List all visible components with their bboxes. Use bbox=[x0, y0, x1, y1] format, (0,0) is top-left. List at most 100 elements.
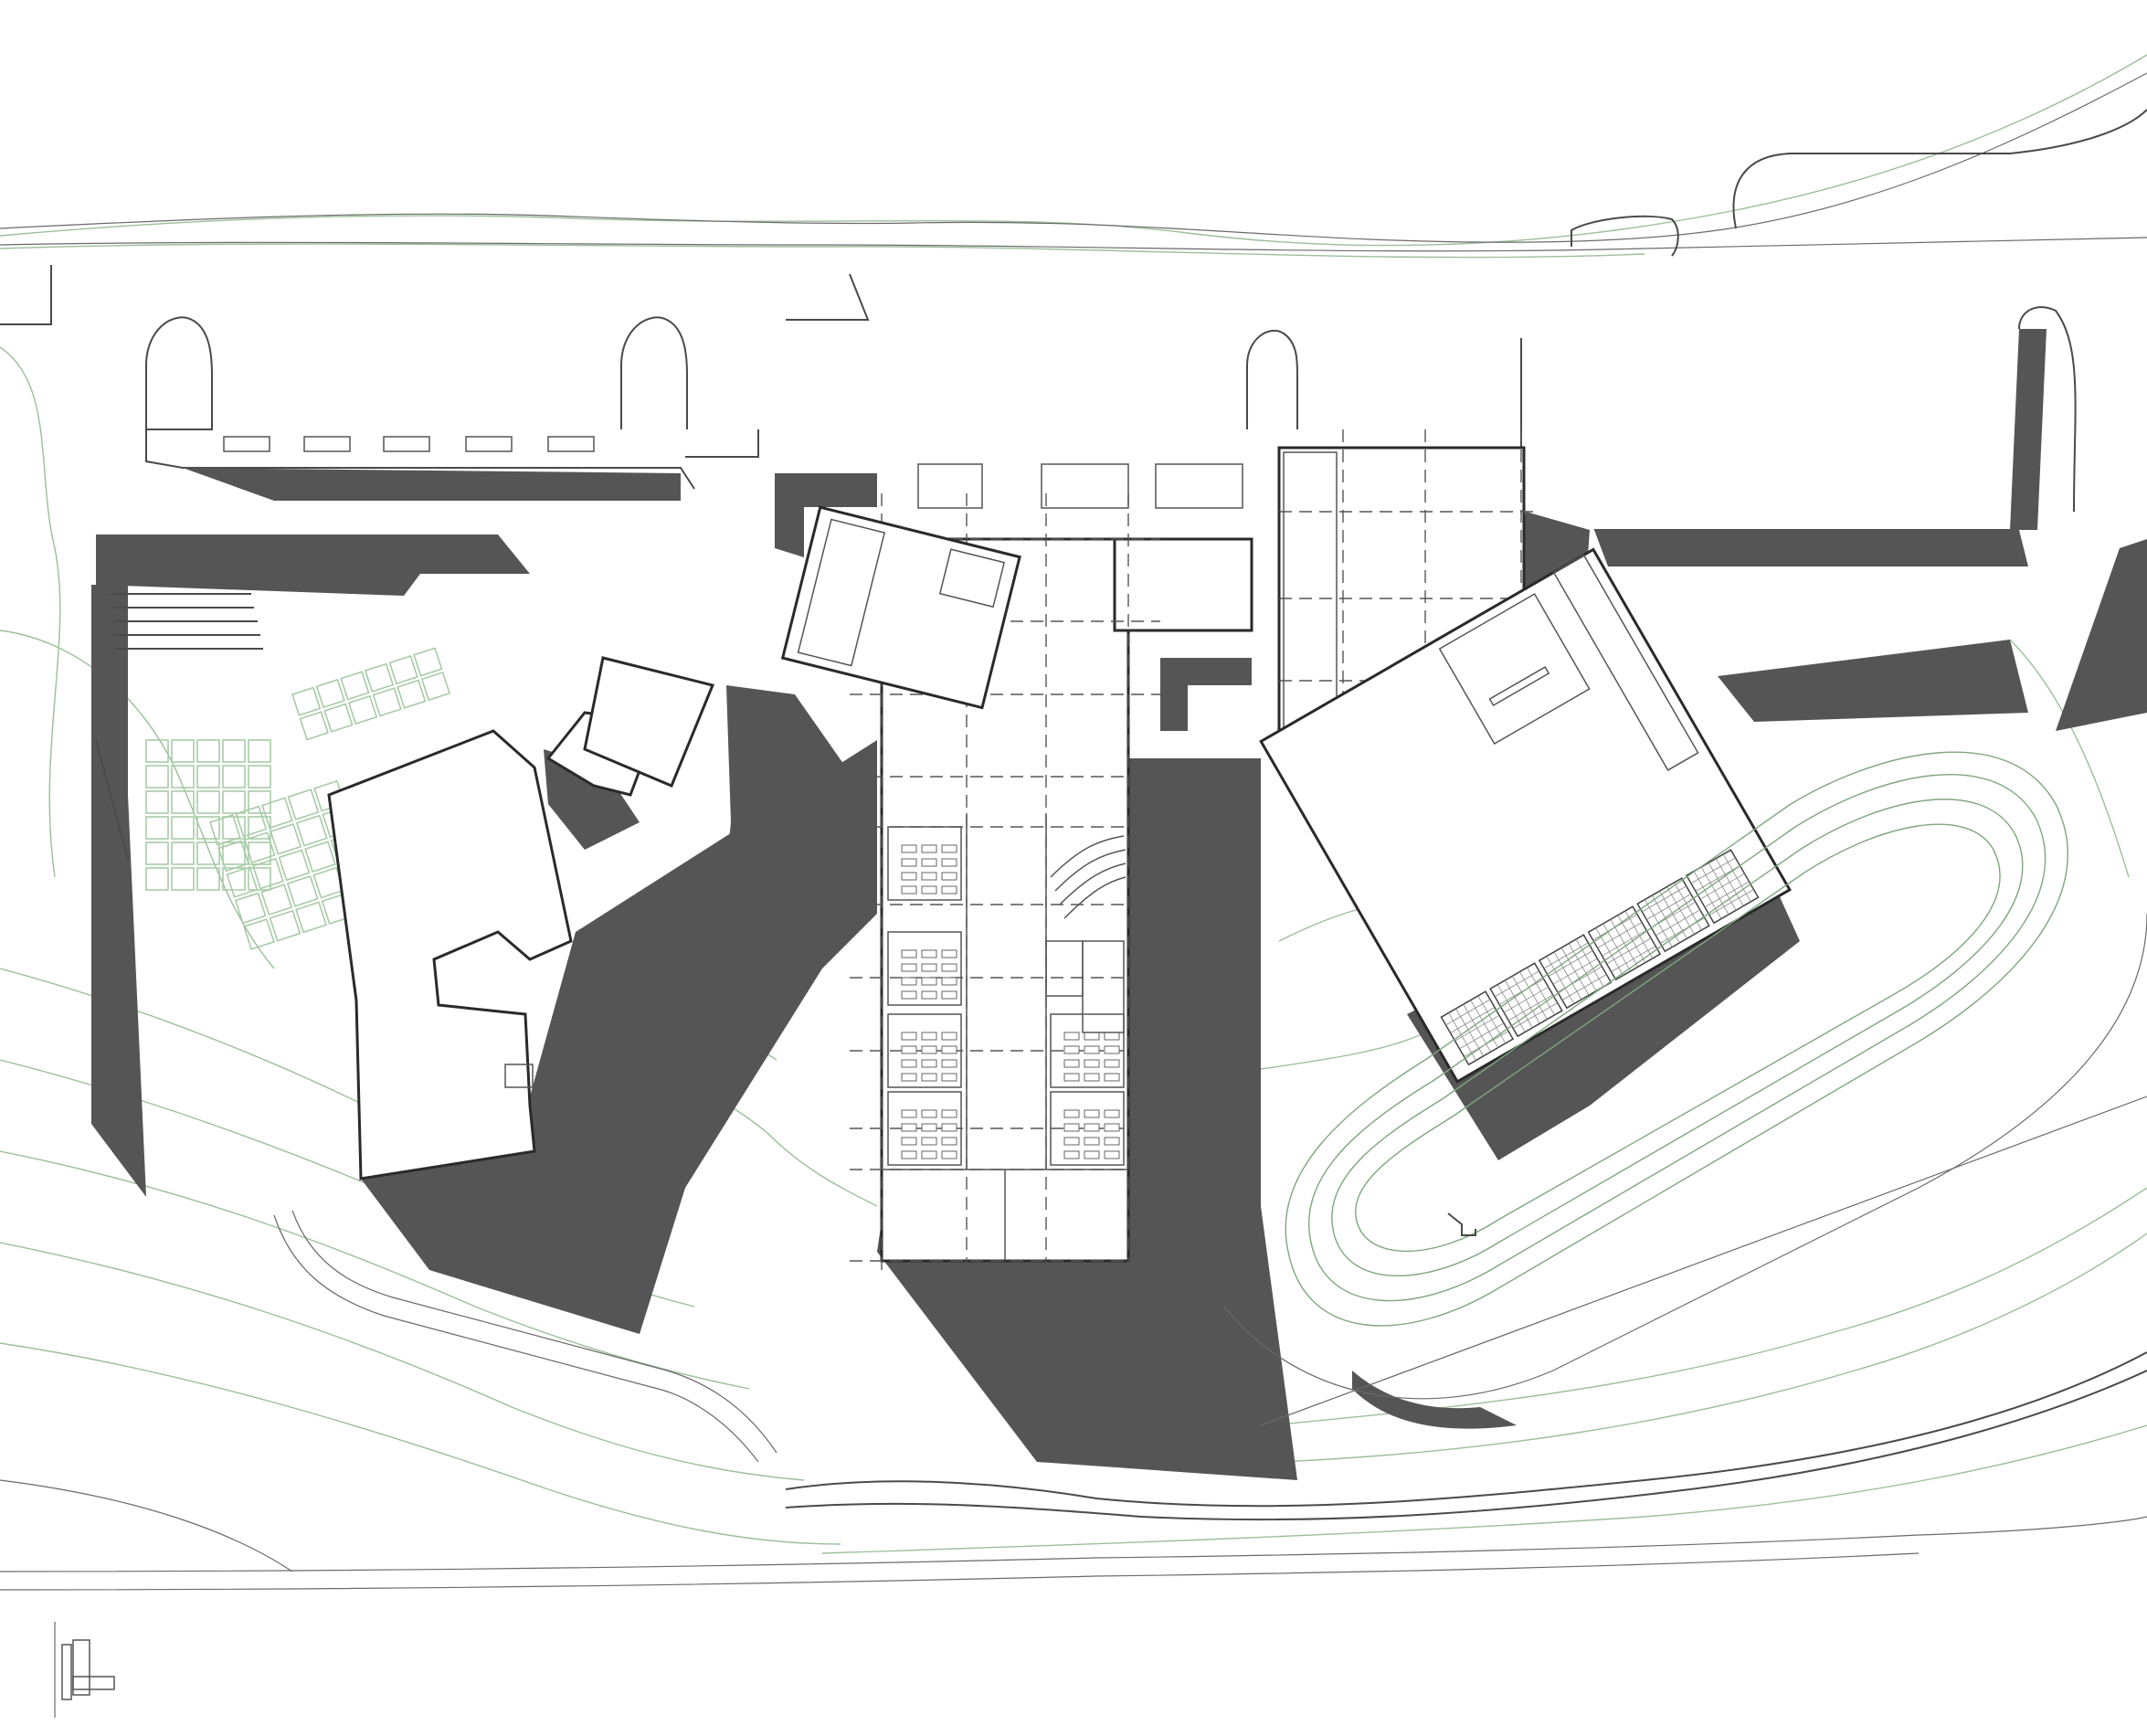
paving-patch bbox=[145, 739, 271, 891]
paving-tile bbox=[222, 765, 246, 789]
paving-tile bbox=[171, 790, 195, 814]
paving-tile bbox=[145, 816, 169, 840]
classroom bbox=[1050, 1013, 1125, 1088]
desk bbox=[1063, 1137, 1080, 1146]
desk bbox=[1084, 1123, 1100, 1132]
room-outline bbox=[887, 1013, 962, 1088]
paving-tile bbox=[347, 694, 378, 725]
paving-tile bbox=[299, 711, 329, 741]
desk bbox=[901, 1123, 917, 1132]
road-edge bbox=[786, 273, 870, 321]
paving-tile bbox=[234, 892, 267, 925]
paving-tile bbox=[226, 866, 259, 898]
paving-tile bbox=[243, 918, 275, 950]
path-edge bbox=[273, 1214, 759, 1463]
contour-line bbox=[1260, 1032, 1426, 1070]
desk bbox=[921, 1032, 937, 1041]
track-lane bbox=[1355, 823, 2001, 1253]
paving-tile bbox=[171, 816, 195, 840]
paving-tile bbox=[196, 867, 220, 891]
paving-tile bbox=[260, 884, 293, 916]
paving-tile bbox=[222, 739, 246, 763]
building-central-block bbox=[850, 493, 1253, 1270]
parking-bay bbox=[465, 436, 513, 452]
solar-panel bbox=[1636, 877, 1710, 953]
paving-tile bbox=[145, 739, 169, 763]
solar-panel bbox=[1440, 990, 1515, 1066]
desk bbox=[1104, 1137, 1120, 1146]
paving-tile bbox=[222, 790, 246, 814]
parking-island bbox=[1246, 329, 1298, 429]
desk bbox=[1104, 1059, 1120, 1068]
shadow-area bbox=[91, 585, 146, 1197]
desk bbox=[921, 1150, 937, 1159]
paving-tile bbox=[291, 686, 322, 716]
desk bbox=[941, 885, 957, 894]
room-outline bbox=[887, 1091, 962, 1166]
desk bbox=[941, 858, 957, 867]
paving-tile bbox=[171, 739, 195, 763]
parking-bay bbox=[223, 436, 270, 452]
building-footprint bbox=[1113, 537, 1253, 632]
parking-bays bbox=[223, 436, 1243, 509]
paving-tile bbox=[323, 703, 354, 733]
paving-tile bbox=[248, 765, 271, 789]
paving-tile bbox=[208, 813, 241, 846]
room-outline bbox=[1050, 1013, 1125, 1088]
desk bbox=[941, 990, 957, 1000]
desk bbox=[921, 1045, 937, 1054]
desk bbox=[1063, 1123, 1080, 1132]
contour-line bbox=[1269, 1187, 2147, 1426]
paving-tile bbox=[340, 671, 370, 701]
road-curb bbox=[1732, 109, 2147, 229]
solar-panel bbox=[1538, 934, 1613, 1010]
contour-line bbox=[0, 346, 61, 878]
road-edge bbox=[0, 237, 2147, 252]
contour-line bbox=[0, 1242, 805, 1481]
desk bbox=[1063, 1045, 1080, 1054]
lecture-seating bbox=[1050, 835, 1125, 878]
paving-tile bbox=[252, 857, 284, 890]
shadow-area bbox=[183, 468, 681, 501]
paving-tile bbox=[217, 840, 250, 873]
paving-tile bbox=[413, 647, 443, 677]
paving-tile bbox=[248, 739, 271, 763]
classroom bbox=[887, 1013, 962, 1088]
contour-line bbox=[821, 1424, 2147, 1554]
room-outline bbox=[887, 931, 962, 1006]
contour-line bbox=[2009, 639, 2130, 878]
desk bbox=[921, 872, 937, 881]
paving-tile bbox=[278, 849, 311, 882]
desk bbox=[901, 963, 917, 972]
paving-tile bbox=[295, 901, 327, 934]
desk bbox=[941, 844, 957, 853]
desk bbox=[921, 963, 937, 972]
track-edge bbox=[1260, 1096, 2147, 1426]
desk bbox=[1084, 1150, 1100, 1159]
paving-tile bbox=[364, 662, 395, 693]
desk bbox=[901, 858, 917, 867]
paving-tile bbox=[196, 765, 220, 789]
shadow-area bbox=[775, 473, 877, 557]
contour-line bbox=[0, 54, 2147, 247]
path-edge bbox=[291, 1210, 777, 1454]
road-edge bbox=[685, 429, 759, 458]
contour-line bbox=[0, 630, 275, 969]
paving-tile bbox=[171, 842, 195, 865]
room-outline bbox=[1050, 1091, 1125, 1166]
parking-island bbox=[145, 316, 213, 430]
toilet-block bbox=[1082, 940, 1125, 1033]
desk bbox=[1084, 1032, 1100, 1041]
building-west-block bbox=[327, 656, 715, 1180]
desk bbox=[941, 1109, 957, 1118]
parking-bay bbox=[383, 436, 430, 452]
parking-bay bbox=[1155, 463, 1243, 509]
desk bbox=[901, 1059, 917, 1068]
stair-block bbox=[504, 1064, 534, 1088]
desk bbox=[901, 885, 917, 894]
contour-line bbox=[0, 1342, 841, 1545]
desk bbox=[941, 963, 957, 972]
desk bbox=[941, 977, 957, 986]
key-plan-block bbox=[61, 1644, 72, 1700]
paving-tile bbox=[145, 790, 169, 814]
